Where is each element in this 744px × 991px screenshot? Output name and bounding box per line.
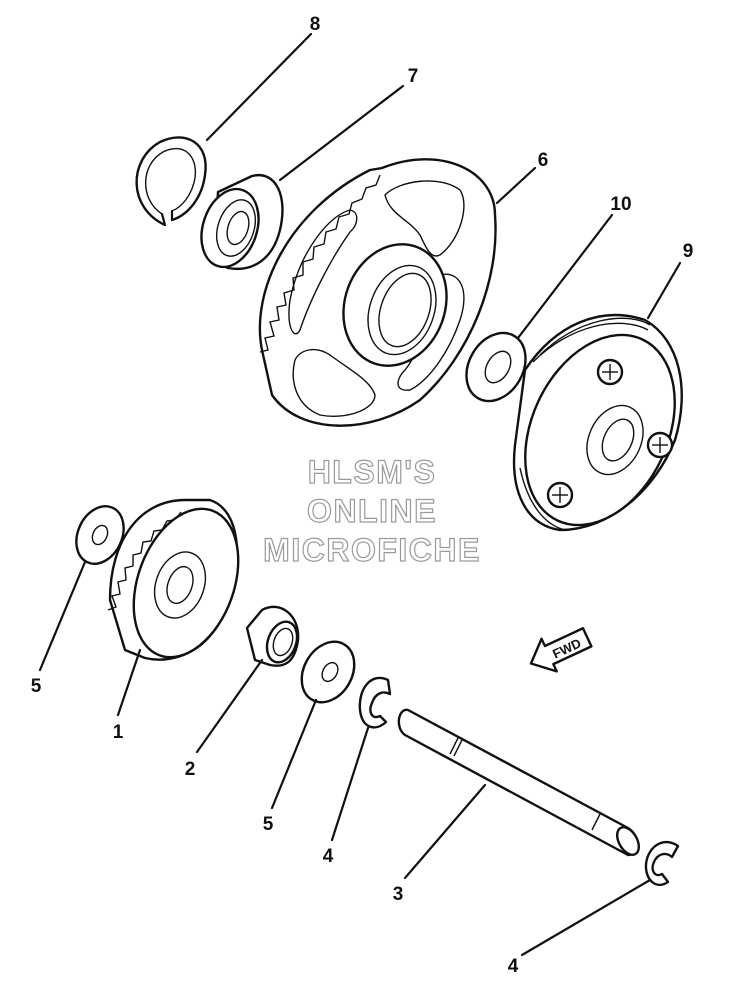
callout-6: 6	[538, 150, 549, 171]
washer-part-10[interactable]	[455, 322, 538, 411]
callout-labels: 8 7 6 10 9 5 1 2 5 4 3 4	[31, 14, 694, 977]
starter-wheel-gear-part-6[interactable]	[258, 158, 497, 427]
watermark: HLSM'S ONLINE MICROFICHE	[263, 453, 481, 568]
callout-8: 8	[310, 14, 321, 35]
e-clip-part-4-upper[interactable]	[358, 676, 392, 729]
callout-7: 7	[408, 66, 419, 87]
shaft-part-3[interactable]	[397, 708, 643, 859]
watermark-line-3: MICROFICHE	[263, 532, 481, 568]
e-clip-part-4-lower[interactable]	[644, 840, 680, 886]
forward-direction-arrow: FWD	[529, 627, 593, 673]
callout-4-upper: 4	[323, 846, 334, 867]
callout-3: 3	[393, 884, 404, 905]
idler-gear-part-1[interactable]	[107, 494, 257, 672]
circlip-part-8[interactable]	[135, 136, 207, 227]
screw-icon	[596, 358, 624, 386]
callout-5-right: 5	[263, 814, 274, 835]
screw-icon	[546, 481, 574, 509]
watermark-line-1: HLSM'S	[308, 454, 437, 490]
washer-part-5-right[interactable]	[291, 632, 365, 711]
callout-4-lower: 4	[508, 956, 519, 977]
callout-10: 10	[610, 194, 631, 215]
callout-5-left: 5	[31, 676, 42, 697]
callout-9: 9	[683, 241, 694, 262]
callout-2: 2	[185, 759, 196, 780]
callout-1: 1	[113, 722, 124, 743]
leader-lines	[38, 32, 682, 957]
screw-icon	[646, 431, 674, 459]
starter-clutch-part-9[interactable]	[496, 311, 704, 550]
watermark-line-2: ONLINE	[307, 493, 437, 529]
needle-bearing-part-2[interactable]	[245, 605, 302, 667]
bearing-part-7[interactable]	[192, 173, 284, 274]
